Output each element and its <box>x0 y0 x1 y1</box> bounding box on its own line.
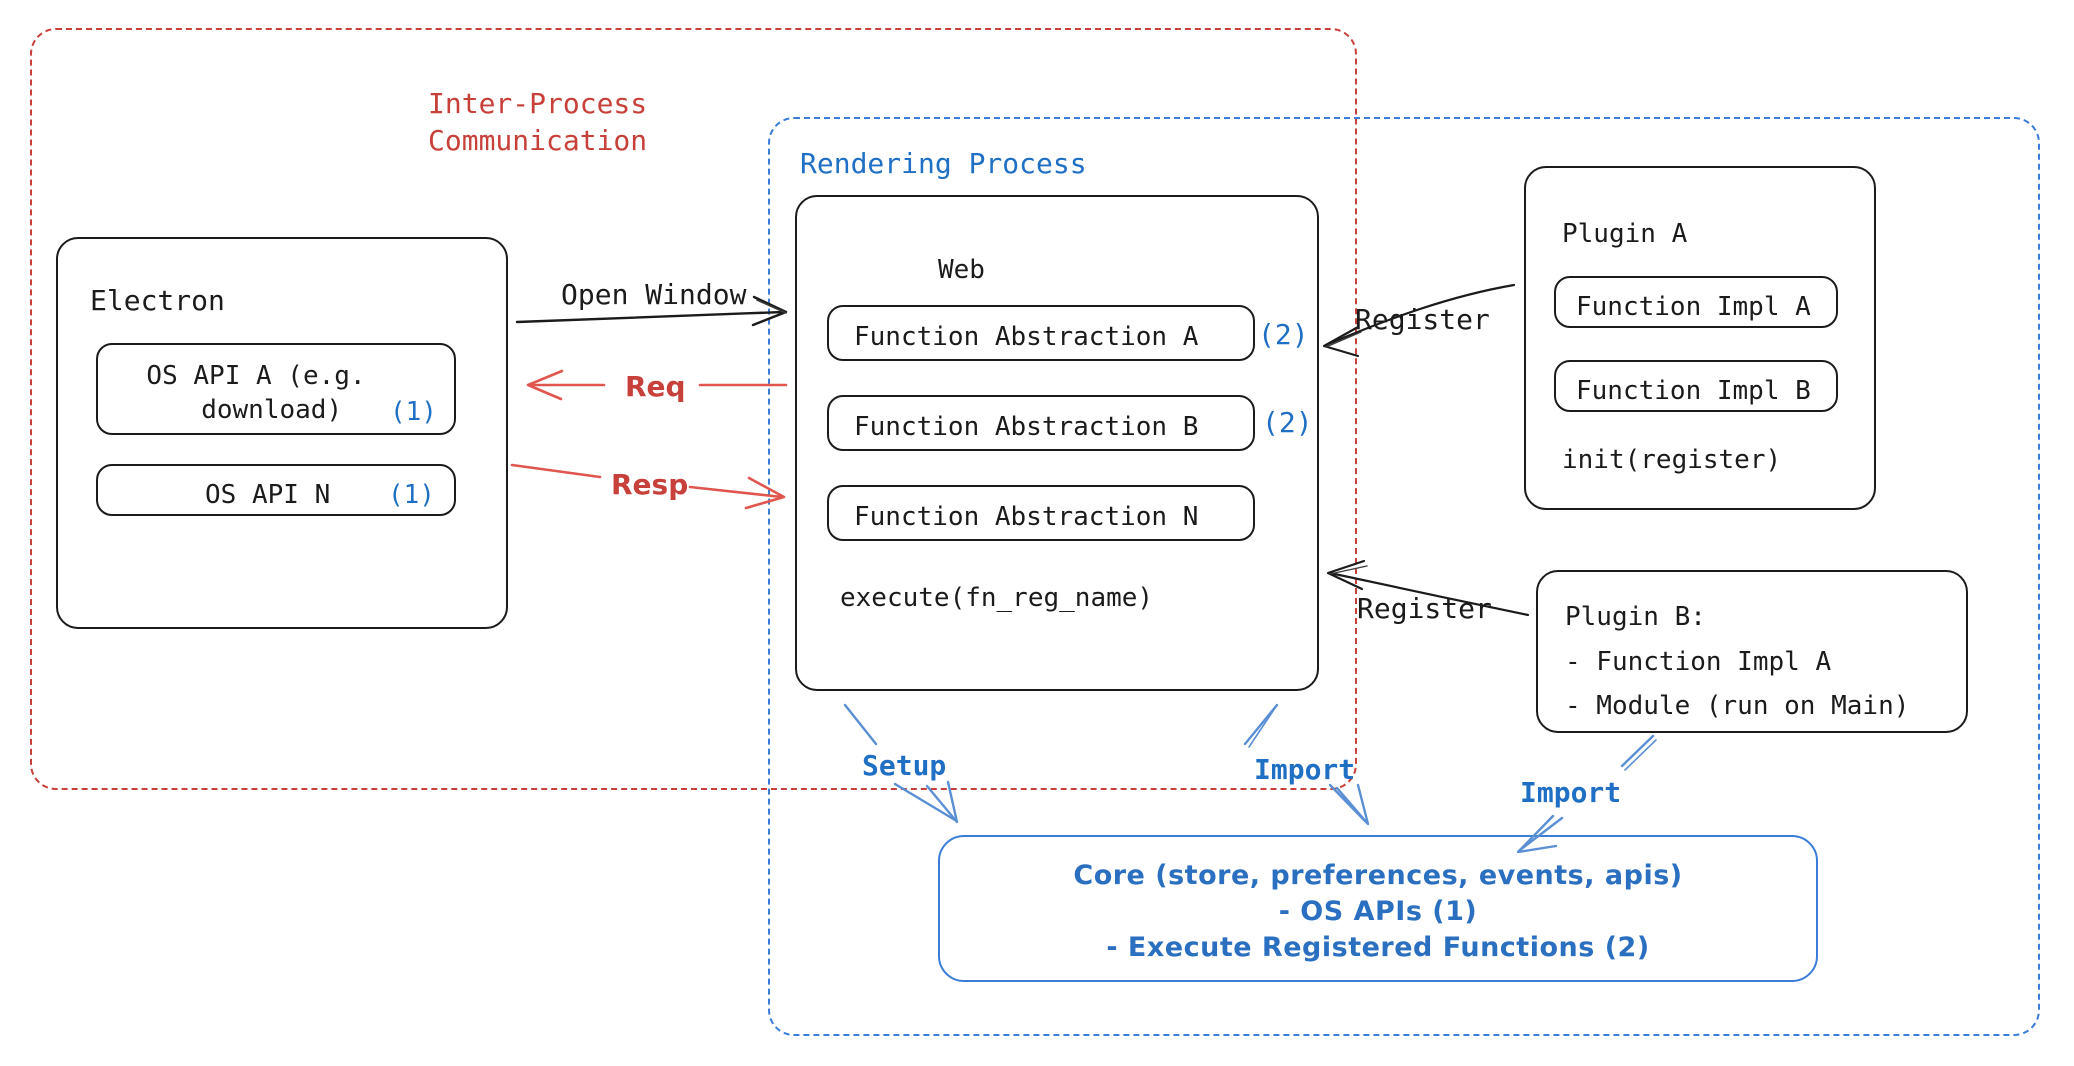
plugin-b-line-1: - Function Impl A <box>1565 647 1832 677</box>
core-line-1: Core (store, preferences, events, apis) <box>1073 860 1683 891</box>
edge-label-register-plugin-a: Register <box>1355 303 1490 336</box>
ipc-title: Inter-Process Communication <box>428 87 648 157</box>
os-api-n-box[interactable] <box>96 464 456 516</box>
plugin-a-function-impl-b-box[interactable] <box>1554 360 1838 412</box>
web-execute-label: execute(fn_reg_name) <box>840 583 1154 613</box>
edge-label-import-plugin-b: Import <box>1520 776 1622 809</box>
web-title: Web <box>938 255 985 285</box>
ipc-boundary-frame <box>30 28 1357 790</box>
os-api-a-box[interactable] <box>96 343 456 435</box>
edge-label-resp: Resp <box>611 468 689 501</box>
plugin-b-line-2: - Module (run on Main) <box>1565 691 1910 721</box>
edge-label-import-web: Import <box>1254 753 1356 786</box>
os-api-a-marker: (1) <box>390 397 437 427</box>
os-api-n-marker: (1) <box>388 480 435 510</box>
edge-label-register-plugin-b: Register <box>1357 592 1492 625</box>
function-abstraction-n-box[interactable] <box>827 485 1255 541</box>
plugin-a-function-impl-a-box[interactable] <box>1554 276 1838 328</box>
function-abstraction-a-label: Function Abstraction A <box>854 322 1199 352</box>
plugin-a-box[interactable] <box>1524 166 1876 510</box>
function-abstraction-b-box[interactable] <box>827 395 1255 451</box>
plugin-b-box[interactable] <box>1536 570 1968 733</box>
plugin-a-title: Plugin A <box>1562 219 1688 249</box>
plugin-a-function-impl-b-label: Function Impl B <box>1576 376 1811 406</box>
function-abstraction-a-marker: (2) <box>1258 318 1309 351</box>
core-line-2: - OS APIs (1) <box>1278 896 1478 927</box>
function-abstraction-b-label: Function Abstraction B <box>854 412 1199 442</box>
edge-label-setup: Setup <box>862 749 947 782</box>
electron-title: Electron <box>90 284 225 317</box>
core-line-3: - Execute Registered Functions (2) <box>1106 932 1650 963</box>
plugin-a-init-label: init(register) <box>1562 445 1782 475</box>
rendering-process-boundary-frame <box>768 117 2040 1036</box>
function-abstraction-n-label: Function Abstraction N <box>854 502 1199 532</box>
os-api-a-label: OS API A (e.g. download) <box>146 361 366 426</box>
edge-label-open-window: Open Window <box>561 278 747 311</box>
plugin-a-function-impl-a-label: Function Impl A <box>1576 292 1811 322</box>
function-abstraction-a-box[interactable] <box>827 305 1255 361</box>
rendering-process-title: Rendering Process <box>800 147 1087 180</box>
core-box[interactable]: Core (store, preferences, events, apis) … <box>938 835 1818 982</box>
function-abstraction-b-marker: (2) <box>1262 406 1313 439</box>
os-api-n-label: OS API N <box>205 480 331 510</box>
edge-label-req: Req <box>625 370 686 403</box>
plugin-b-title: Plugin B: <box>1565 602 1706 632</box>
